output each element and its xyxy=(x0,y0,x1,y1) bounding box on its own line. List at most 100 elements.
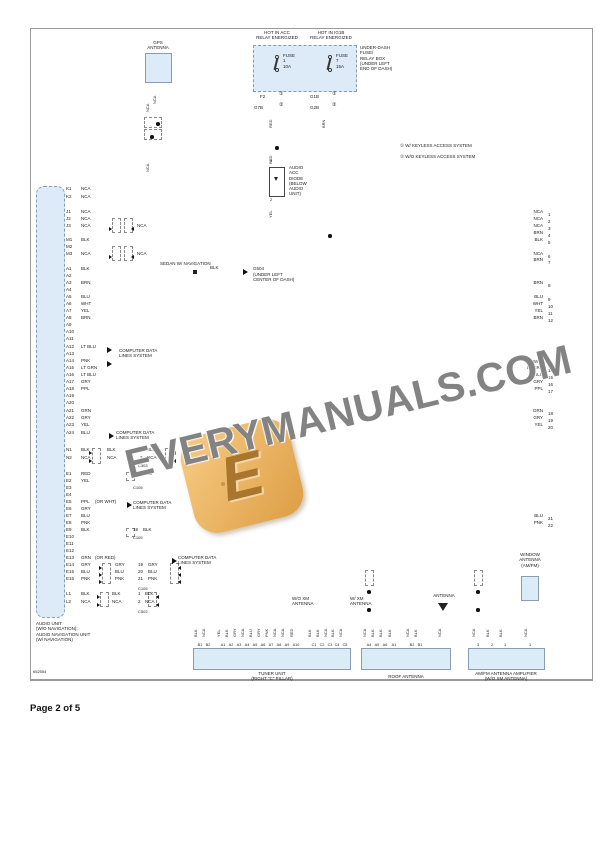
pin-id-label: A6 xyxy=(66,301,72,306)
wire-color-label: BLK xyxy=(81,591,90,596)
wire-color-label: GRY xyxy=(81,415,91,420)
doc-number: 652554 xyxy=(33,669,47,674)
diode-pin-1: 1 xyxy=(270,158,273,163)
e14-mid-color-1: GRY xyxy=(115,562,125,567)
wire-color-label: PPL xyxy=(81,386,90,391)
inline-connector xyxy=(126,472,135,481)
pin-id-label: A18 xyxy=(66,386,75,391)
junction-dot xyxy=(156,122,160,126)
pin-id-label: J1 xyxy=(66,209,71,214)
pin-id-label: A19 xyxy=(66,393,75,398)
pin-id-label: E13 xyxy=(66,555,75,560)
wire-color-label: LT GRN xyxy=(526,365,543,370)
wire-color-label: BLK xyxy=(370,629,375,637)
pin-id-label: A15 xyxy=(66,365,75,370)
wire-color-label: NCA xyxy=(533,251,543,256)
pin-id-label: K2 xyxy=(66,194,72,199)
e16-mid-color-1: PNK xyxy=(115,576,125,581)
wire-color-label: NCA xyxy=(81,455,91,460)
pin-id-label: A1 xyxy=(66,266,72,271)
wire-color-label: BLK xyxy=(315,629,320,637)
wire-color-label: BLK xyxy=(81,527,90,532)
keyless-note-1: ① W/ KEYLESS ACCESS SYSTEM xyxy=(400,143,472,148)
wire-color-label: BLU xyxy=(81,513,90,518)
wire-color-label: YEL xyxy=(534,422,543,427)
junction-dot xyxy=(367,608,371,612)
diode-arrow-icon xyxy=(274,177,279,181)
pin-id-label: A22 xyxy=(66,415,75,420)
wire-color-label: NCA xyxy=(405,628,410,637)
wire-color-label: NCA xyxy=(81,223,91,228)
circled-2b: ② xyxy=(332,102,337,108)
arrow-icon xyxy=(107,347,112,353)
inline-connector xyxy=(112,246,121,261)
arrow-icon xyxy=(127,502,132,508)
pin-g2b: G2B xyxy=(310,105,320,110)
fuse-terminal-icon xyxy=(275,68,279,72)
wire-color-label: NCA xyxy=(81,194,91,199)
l1-mid-color-1: BLK xyxy=(112,591,121,596)
w-xm-label: W/ XM ANTENNA xyxy=(350,596,372,607)
e16-conn-pin: 21 xyxy=(138,576,144,581)
cdl-e13: COMPUTER DATA LINES SYSTEM xyxy=(178,555,217,566)
circled-1a: ① xyxy=(279,91,284,97)
e5-alt-color: (OR WHT) xyxy=(95,499,117,504)
junction-arrow-icon xyxy=(97,602,100,607)
wire-color-label: NCA xyxy=(471,628,476,637)
wire-color-label: BLK xyxy=(330,629,335,637)
wire-color-label: BLU xyxy=(534,294,543,299)
inline-connector xyxy=(165,448,174,464)
junction-arrow-icon xyxy=(130,254,134,259)
n1-mid-color-1: BLK xyxy=(107,447,116,452)
junction-arrow-icon xyxy=(89,458,92,463)
pin-id-label: C5 xyxy=(342,642,348,647)
wire-color-label: NCA xyxy=(533,223,543,228)
wire-color-label: NCA xyxy=(533,216,543,221)
wire-color-label: NCA xyxy=(81,599,91,604)
pin-number-label: 21 xyxy=(548,516,554,521)
page-number-label: Page 2 of 5 xyxy=(30,703,81,714)
pin-id-label: E1 xyxy=(66,471,72,476)
wire-color-label: BLK xyxy=(81,237,90,242)
wire-color-label: RED xyxy=(289,628,294,637)
wire-color-label: PPL xyxy=(81,499,90,504)
wire-color-label: YEL xyxy=(81,308,90,313)
diagram-frame xyxy=(30,28,593,681)
wire-color-label: NCA xyxy=(240,628,245,637)
wire-color-label: GRY xyxy=(232,628,237,637)
wire-color-label: NCA xyxy=(338,628,343,637)
n2-conn-pin: 2 xyxy=(140,455,143,460)
pin-number-label: 13 xyxy=(548,362,554,367)
junction-dot xyxy=(150,135,154,139)
wire-color-label: WHT xyxy=(81,301,92,306)
pin-id-label: C3 xyxy=(327,642,333,647)
keyless-note-2: ② W/O KEYLESS ACCESS SYSTEM xyxy=(400,154,476,159)
l2-mid-color-1: NCA xyxy=(112,599,122,604)
junction-arrow-icon xyxy=(109,226,112,231)
inline-connector xyxy=(126,528,135,537)
wire-color-label: NCA xyxy=(362,628,367,637)
wire-color-label: PNK xyxy=(81,520,91,525)
wire-brn-label: BRN xyxy=(321,119,326,128)
pin-number-label: 10 xyxy=(548,304,554,309)
pin-number-label: 19 xyxy=(548,418,554,423)
audio-acc-diode-box xyxy=(269,167,285,197)
wire-color-label: WHT xyxy=(532,359,543,364)
wire-color-label: GRY xyxy=(256,628,261,637)
gps-antenna-box xyxy=(145,53,172,83)
junction-dot xyxy=(328,234,332,238)
diode-label: AUDIO ACC DIODE (BELOW AUDIO UNIT) xyxy=(289,165,307,197)
pin-id-label: A5 xyxy=(66,294,72,299)
pin-id-label: B2 xyxy=(205,642,211,647)
wire-color-label: NCA xyxy=(272,628,277,637)
e15-conn-pin: 20 xyxy=(138,569,144,574)
audio-unit-label: AUDIO UNIT (W/O NAVIGATION); AUDIO NAVIG… xyxy=(36,621,91,642)
pin-id-label: E10 xyxy=(66,534,75,539)
tuner-unit-label: TUNER UNIT (RIGHT "C" PILLAR) xyxy=(251,671,293,682)
wire-color-label: YEL xyxy=(216,629,221,637)
wire-color-label: BLK xyxy=(81,447,90,452)
hot-ig1b-header: HOT IN IG1B RELAY ENERGIZED xyxy=(310,30,352,41)
pin-id-label: B1 xyxy=(197,642,203,647)
wire-color-label: BLK xyxy=(413,629,418,637)
